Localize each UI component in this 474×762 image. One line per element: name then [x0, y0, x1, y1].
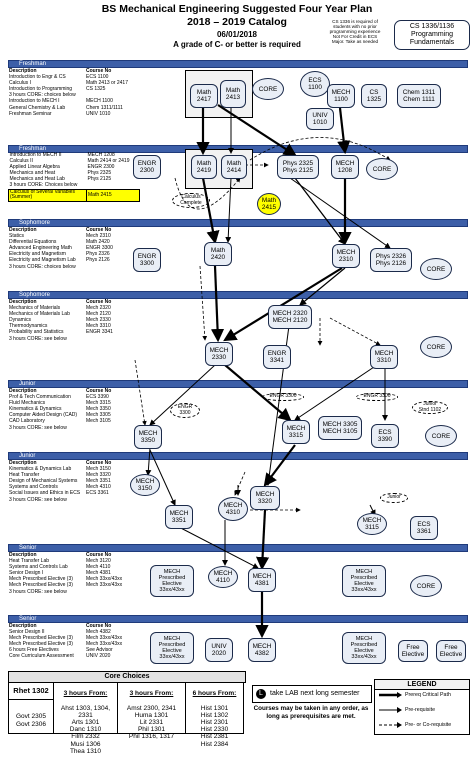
plan-date: 06/01/2018	[216, 30, 258, 39]
junior-note: Junior	[380, 493, 408, 503]
band-junior-2: Junior	[8, 452, 468, 460]
node-mech1208[interactable]: MECH 1208	[331, 155, 359, 179]
band-senior: Senior	[8, 544, 468, 552]
node-mech4381[interactable]: MECH 4381	[248, 568, 276, 592]
cs1336-node[interactable]: CS 1336/1136 Programming Fundamentals	[394, 20, 470, 50]
node-mech2320[interactable]: MECH 2320 MECH 2120	[268, 305, 312, 329]
legend-title: LEGEND	[375, 680, 469, 690]
calc-complete-note: Calculus Complete	[172, 193, 210, 209]
node-mech3310[interactable]: MECH 3310	[370, 345, 398, 369]
node-cs1325[interactable]: CS 1325	[361, 84, 387, 108]
core-col1-list: Ahst 1303, 1304, 2331 Arts 1301 Danc 131…	[60, 704, 111, 755]
page-title: BS Mechanical Engineering Suggested Four…	[101, 3, 373, 15]
band-senior-2: Senior	[8, 615, 468, 623]
core-col3-head: 6 hours From:	[192, 690, 237, 698]
core-col2-head: 3 hours From:	[129, 690, 174, 698]
band-junior: Junior	[8, 380, 468, 388]
band-sophomore: Sophomore	[8, 219, 468, 227]
node-chem1311[interactable]: Chem 1311 Chem 1111	[397, 84, 441, 108]
node-core-5[interactable]: CORE	[425, 425, 457, 447]
cs-note: CS 1336 is required of students with no …	[329, 19, 381, 45]
node-mech-elective-3[interactable]: MECH Prescribed Elective 33xx/43xx	[150, 632, 194, 664]
node-phys2325[interactable]: Phys 2325 Phys 2125	[277, 155, 319, 179]
core-col1-head: 3 hours From:	[63, 690, 108, 698]
node-core-2[interactable]: CORE	[366, 158, 398, 180]
node-core-4[interactable]: CORE	[420, 336, 452, 358]
node-core-3[interactable]: CORE	[420, 258, 452, 280]
node-mech1100[interactable]: MECH 1100	[327, 84, 355, 108]
engr3300-note-a: ENGR 3300	[170, 403, 200, 419]
node-math2419[interactable]: Math 2419	[191, 155, 217, 179]
node-mech3320[interactable]: MECH 3320	[250, 486, 280, 510]
legend-prereq: Pre-requisite	[405, 707, 436, 713]
band-sophomore-2: Sophomore	[8, 291, 468, 299]
node-phys2326[interactable]: Phys 2326 Phys 2126	[370, 248, 412, 272]
core-col3-list: Hist 1301 Hist 1302 Hist 2301 Hist 2330 …	[200, 704, 229, 748]
legend-coreq: Pre- or Co-requisite	[405, 722, 452, 728]
node-math2417[interactable]: Math 2417	[190, 84, 218, 108]
lab-note: L take LAB next long semester	[252, 685, 372, 703]
node-mech3305[interactable]: MECH 3305 MECH 3105	[318, 416, 362, 440]
node-ecs3361[interactable]: ECS 3361	[410, 516, 438, 540]
engr3300-note-c: ENGR 3300	[356, 393, 398, 401]
node-mech3115[interactable]: MECH 3115	[357, 513, 387, 535]
node-mech2310[interactable]: MECH 2310	[332, 244, 360, 268]
node-engr2300[interactable]: ENGR 2300	[133, 155, 161, 179]
node-mech-elective-2[interactable]: MECH Prescribed Elective 33xx/43xx	[342, 565, 386, 597]
node-mech4310[interactable]: MECH 4310	[218, 497, 248, 521]
core-col1: 3 hours From: Ahst 1303, 1304, 2331 Arts…	[54, 682, 118, 755]
node-free-elective-2[interactable]: Free Elective	[436, 640, 466, 662]
node-univ1010[interactable]: UNIV 1010	[306, 108, 334, 130]
band-freshman: Freshman	[8, 60, 468, 68]
node-univ2020[interactable]: UNIV 2020	[205, 638, 233, 662]
node-free-elective-1[interactable]: Free Elective	[398, 640, 428, 662]
core-col2-list: Amst 2300, 2341 Huma 1301 Lit 2331 Phil …	[126, 704, 177, 741]
node-mech-elective-4[interactable]: MECH Prescribed Elective 33xx/43xx	[342, 632, 386, 664]
node-engr3341[interactable]: ENGR 3341	[263, 345, 291, 369]
course-order-note: Courses may be taken in any order, as lo…	[253, 705, 369, 720]
legend-critical: Prereq Critical Path	[405, 692, 451, 698]
lab-icon: L	[256, 689, 266, 699]
node-math2413[interactable]: Math 2413	[220, 80, 246, 108]
node-mech-elective-1[interactable]: MECH Prescribed Elective 33xx/43xx	[150, 565, 194, 597]
prerequisite-arrows	[134, 104, 391, 639]
node-mech3350[interactable]: MECH 3350	[134, 425, 162, 449]
node-core-6[interactable]: CORE	[410, 575, 442, 597]
junior-standing-note: Junior Stnd 1102	[412, 401, 448, 415]
node-math2415[interactable]: Math 2415	[257, 193, 281, 215]
core-col3: 6 hours From: Hist 1301 Hist 1302 Hist 2…	[186, 682, 244, 748]
node-math2420[interactable]: Math 2420	[204, 242, 232, 266]
core-col2: 3 hours From: Amst 2300, 2341 Huma 1301 …	[118, 682, 186, 740]
node-core-1[interactable]: CORE	[252, 78, 284, 100]
catalog-year: 2018 – 2019 Catalog	[187, 16, 287, 28]
node-math2414[interactable]: Math 2414	[221, 155, 247, 179]
core-govt: Govt 2305 Govt 2306	[8, 700, 54, 734]
node-ecs3390[interactable]: ECS 3390	[371, 424, 399, 448]
legend-lines	[379, 692, 402, 728]
node-mech3150[interactable]: MECH 3150	[130, 474, 160, 496]
node-mech4110[interactable]: MECH 4110	[208, 566, 238, 588]
node-mech4382[interactable]: MECH 4382	[248, 638, 276, 662]
node-engr3300[interactable]: ENGR 3300	[133, 248, 161, 272]
core-rhet: Rhet 1302	[8, 682, 54, 700]
engr3300-note-b: ENGR 3300	[262, 393, 304, 401]
legend: LEGEND Prereq Critical Path Pre-requisit…	[374, 679, 470, 735]
node-ecs1100[interactable]: ECS 1100	[300, 71, 330, 97]
lab-note-text: take LAB next long semester	[270, 690, 360, 697]
node-mech2330[interactable]: MECH 2330	[205, 342, 233, 366]
node-mech3351[interactable]: MECH 3351	[165, 505, 193, 529]
node-mech3315[interactable]: MECH 3315	[282, 420, 310, 444]
grade-note: A grade of C- or better is required	[173, 40, 301, 49]
